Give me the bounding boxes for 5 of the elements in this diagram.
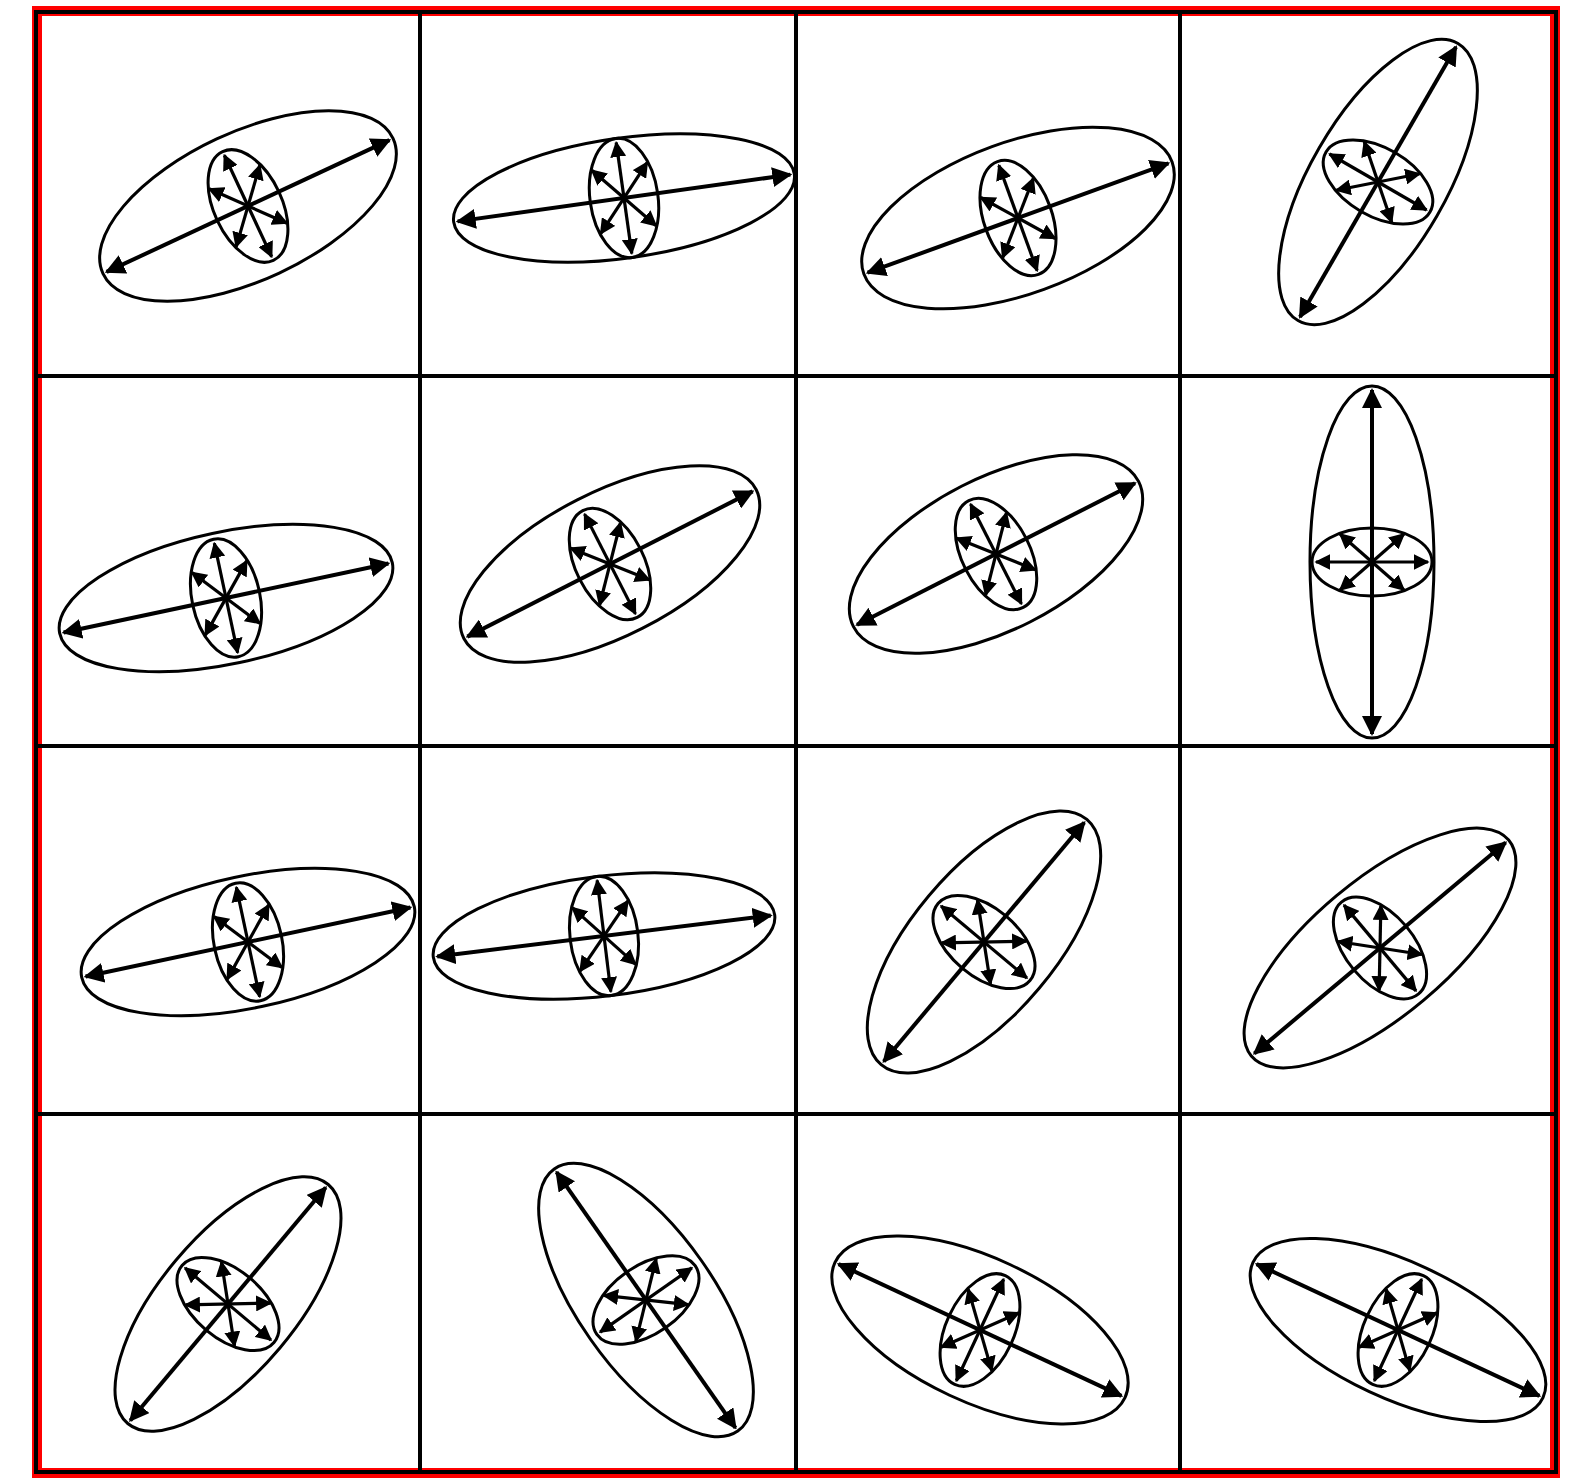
grid-cell — [1178, 10, 1558, 378]
grid-cell — [1178, 1112, 1558, 1474]
grid-cell — [34, 10, 422, 378]
grid-cell — [34, 744, 422, 1116]
grid-cell — [34, 1112, 422, 1474]
